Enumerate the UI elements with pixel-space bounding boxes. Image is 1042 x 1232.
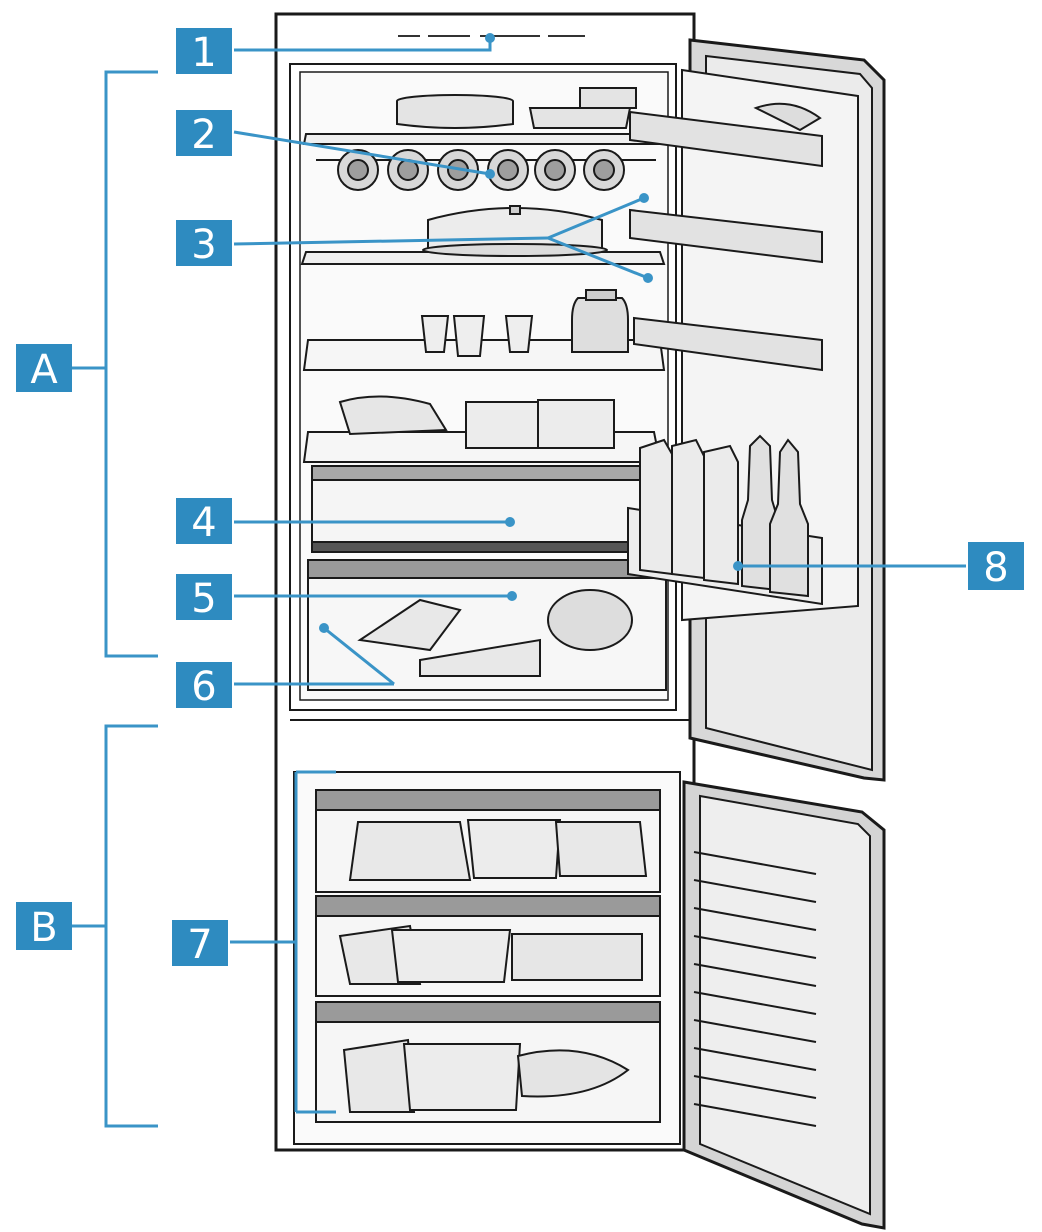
part-callout-2: 2 — [176, 110, 232, 158]
section-label-a: A — [30, 347, 58, 393]
part-callout-6: 6 — [176, 662, 232, 710]
vegetable-drawer — [307, 559, 667, 691]
part-callout-4: 4 — [176, 498, 232, 546]
part-label-3: 3 — [191, 222, 216, 268]
freezer-door — [682, 780, 886, 1230]
section-label-b: B — [30, 905, 57, 951]
part-label-4: 4 — [191, 500, 216, 546]
part-label-6: 6 — [191, 664, 216, 710]
part-callout-1: 1 — [176, 28, 232, 76]
freezer-drawers — [315, 789, 661, 1123]
section-callout-a: A — [16, 344, 72, 393]
part-label-8: 8 — [983, 545, 1008, 591]
part-callout-7: 7 — [172, 920, 228, 968]
part-label-5: 5 — [191, 576, 216, 622]
section-callout-b: B — [16, 902, 72, 951]
part-callout-8: 8 — [968, 542, 1024, 591]
top-shelf-items — [396, 87, 637, 129]
part-callout-3: 3 — [176, 220, 232, 268]
part-label-2: 2 — [191, 112, 216, 158]
part-label-7: 7 — [187, 922, 212, 968]
food-containers — [338, 395, 615, 449]
chiller-drawer — [311, 465, 663, 553]
section-brackets — [70, 70, 158, 1128]
part-label-1: 1 — [191, 30, 216, 76]
leader-dots — [319, 33, 743, 633]
bottle-rack — [316, 149, 656, 191]
door-bottles — [639, 434, 809, 598]
part-callout-5: 5 — [176, 574, 232, 622]
freezer-door-vents — [693, 851, 817, 1127]
cups-and-jar — [420, 289, 629, 357]
leader-lines — [230, 40, 966, 1114]
